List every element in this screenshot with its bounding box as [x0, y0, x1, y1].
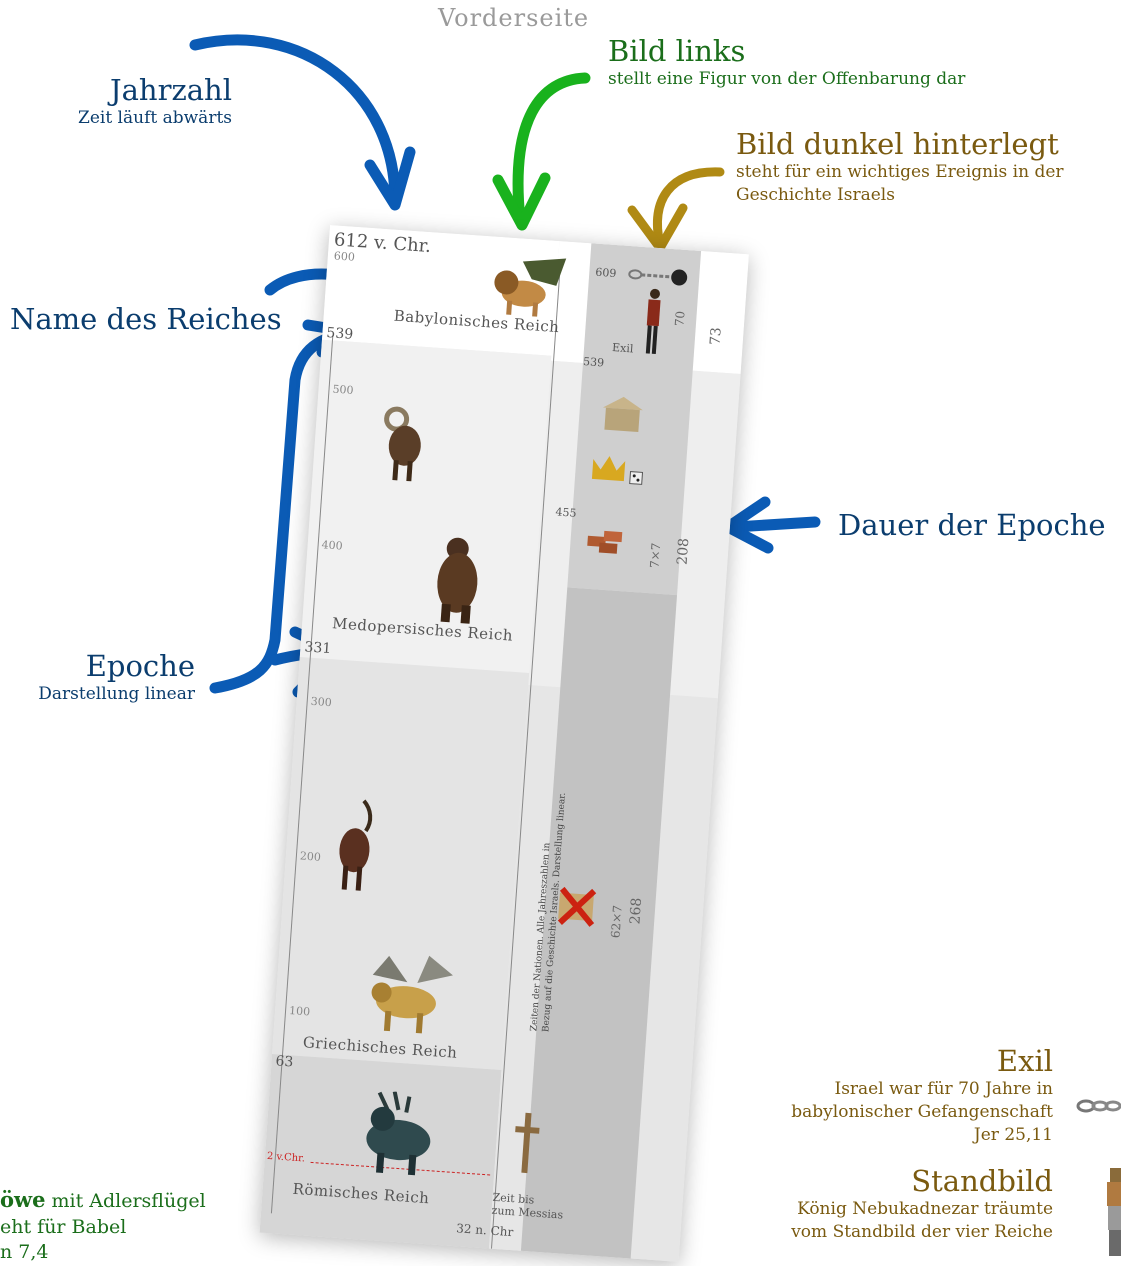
israel-exil: Exil: [611, 340, 634, 356]
year-539: 539: [325, 325, 354, 343]
bild-links-arrow: [512, 72, 591, 226]
bild-dunkel-arrow: [653, 167, 725, 250]
winged-leopard-icon: [371, 955, 453, 1034]
loewe-line2: eht für Babel: [0, 1215, 127, 1238]
tick-100: 100: [288, 1004, 311, 1019]
standbild-title: Standbild: [911, 1164, 1053, 1198]
bild-links-title: Bild links: [608, 34, 746, 68]
loewe-annotation: öwe mit Adlersflügel eht für Babel n 7,4: [0, 1186, 206, 1266]
israel-70: 70: [672, 310, 688, 327]
bear-icon: [437, 537, 478, 624]
statue-icon: [1107, 1168, 1121, 1256]
timeline-card: 612 v. Chr. 600 539 500 400 331 300 200 …: [259, 225, 749, 1262]
standbild-sub2: vom Standbild der vier Reiche: [791, 1221, 1053, 1242]
standbild-annotation: Standbild König Nebukadnezar träumte vom…: [730, 1164, 1053, 1244]
bild-dunkel-sub1: steht für ein wichtiges Ereignis in der: [736, 161, 1064, 182]
exil-title: Exil: [996, 1044, 1053, 1078]
tick-400: 400: [321, 538, 344, 553]
chain-icon: [1076, 1099, 1121, 1113]
standbild-sub1: König Nebukadnezar träumte: [797, 1198, 1053, 1219]
ram-icon: [384, 406, 421, 482]
israel-62x7: 62×7: [608, 904, 625, 939]
bild-dunkel-annotation: Bild dunkel hinterlegt steht für ein wic…: [736, 127, 1064, 207]
page-title: Vorderseite: [438, 4, 590, 32]
duration-268: 268: [627, 897, 646, 925]
jahrzahl-title: Jahrzahl: [110, 73, 232, 107]
exil-sub1: Israel war für 70 Jahre in: [834, 1078, 1053, 1099]
name-reich-annotation: Name des Reiches: [10, 302, 282, 336]
israel-7x7: 7×7: [647, 542, 664, 569]
epoche-title: Epoche: [85, 649, 195, 683]
dauer-arrow: [729, 516, 821, 533]
israel-609: 609: [594, 265, 617, 281]
bild-links-sub: stellt eine Figur von der Offenbarung da…: [608, 68, 966, 89]
jahrzahl-arrow: [189, 34, 401, 206]
tick-200: 200: [299, 849, 322, 864]
duration-208: 208: [674, 537, 693, 566]
bild-dunkel-sub2: Geschichte Israels: [736, 184, 895, 205]
dauer-annotation: Dauer der Epoche: [838, 508, 1106, 542]
exil-sub2: babylonischer Gefangenschaft: [791, 1101, 1053, 1122]
exil-annotation: Exil Israel war für 70 Jahre in babyloni…: [730, 1044, 1053, 1147]
scroll-crossed-icon: [557, 886, 597, 927]
epoche-annotation: Epoche Darstellung linear: [0, 649, 195, 706]
loewe-rest: mit Adlersflügel: [45, 1190, 206, 1212]
bild-links-annotation: Bild links stellt eine Figur von der Off…: [608, 34, 966, 91]
dragon-beast-icon: [366, 1091, 431, 1176]
ball-chain-icon: [628, 269, 688, 286]
loewe-line3: n 7,4: [0, 1241, 49, 1264]
exil-sub3: Jer 25,11: [973, 1124, 1053, 1145]
loewe-bold: öwe: [0, 1187, 46, 1212]
cross-icon: [515, 1112, 540, 1174]
israel-455: 455: [555, 505, 577, 520]
jahrzahl-sub: Zeit läuft abwärts: [78, 107, 232, 128]
goat-icon: [339, 799, 373, 891]
bild-dunkel-title: Bild dunkel hinterlegt: [736, 127, 1059, 161]
temple-icon: [602, 396, 643, 433]
bricks-icon: [587, 530, 623, 554]
winged-lion-icon: [494, 258, 567, 317]
year-63: 63: [274, 1053, 294, 1071]
tick-500: 500: [332, 382, 354, 398]
israel-539: 539: [582, 355, 605, 370]
epoche-sub: Darstellung linear: [38, 683, 195, 704]
tick-600: 600: [333, 249, 356, 264]
duration-73: 73: [707, 326, 725, 346]
crown-dice-icon: [591, 456, 644, 485]
tick-300: 300: [310, 694, 333, 710]
jahrzahl-annotation: Jahrzahl Zeit läuft abwärts: [40, 73, 232, 130]
year-331: 331: [303, 639, 332, 658]
prisoner-figure-icon: [645, 288, 661, 355]
